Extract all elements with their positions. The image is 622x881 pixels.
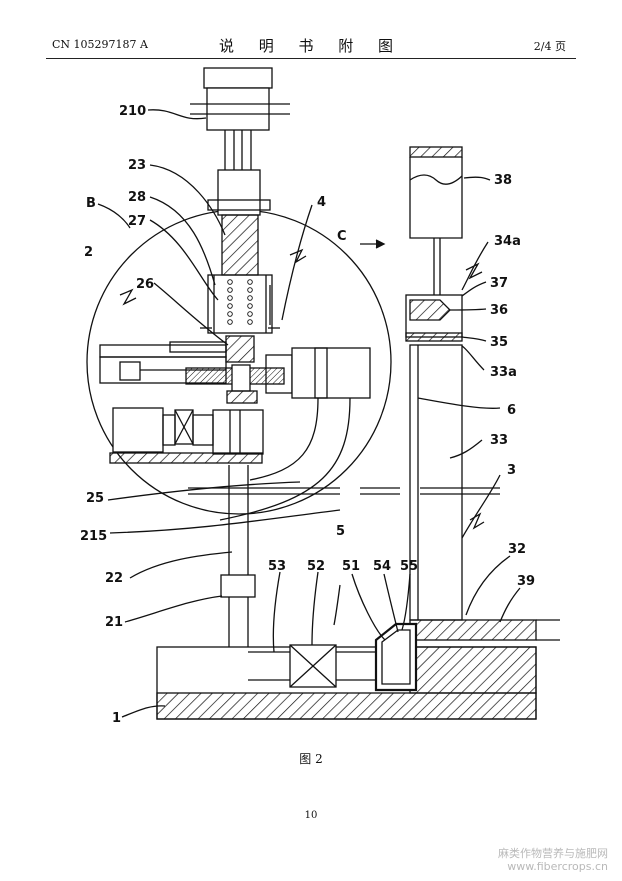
watermark: 麻类作物营养与施肥网 www.fibercrops.cn — [498, 847, 608, 873]
label-4: 4 — [317, 195, 326, 210]
label-215: 215 — [80, 529, 107, 544]
label-C: C — [337, 229, 347, 244]
label-23: 23 — [128, 158, 146, 173]
label-28: 28 — [128, 190, 146, 205]
block-26 — [225, 335, 255, 363]
page-indicator: 2/4 页 — [533, 40, 566, 53]
label-3: 3 — [507, 463, 516, 478]
watermark-line2: www.fibercrops.cn — [507, 860, 608, 873]
figure-caption: 图 2 — [299, 752, 323, 766]
patent-number: CN 105297187 A — [52, 38, 148, 51]
watermark-line1: 麻类作物营养与施肥网 — [498, 847, 608, 860]
spring-28 — [227, 279, 253, 325]
rail-32 — [409, 619, 537, 641]
label-38: 38 — [494, 173, 512, 188]
plate-35 — [405, 332, 463, 342]
label-5: 5 — [336, 524, 345, 539]
plate — [109, 452, 263, 464]
base-right-block — [409, 646, 537, 694]
collar-21 — [220, 574, 256, 598]
label-33a: 33a — [490, 365, 517, 380]
header-divider — [46, 58, 576, 59]
page-title: 说 明 书 附 图 — [218, 37, 404, 55]
label-22: 22 — [105, 571, 123, 586]
page-number: 10 — [304, 810, 318, 821]
label-51: 51 — [342, 559, 360, 574]
label-25: 25 — [86, 491, 104, 506]
label-32: 32 — [508, 542, 526, 557]
label-6: 6 — [507, 403, 516, 418]
block-23 — [221, 214, 259, 276]
label-27: 27 — [128, 214, 146, 229]
label-1: 1 — [112, 711, 121, 726]
label-55: 55 — [400, 559, 418, 574]
base-hatch — [156, 692, 537, 720]
label-33: 33 — [490, 433, 508, 448]
label-37: 37 — [490, 276, 508, 291]
label-21: 21 — [105, 615, 123, 630]
label-36: 36 — [490, 303, 508, 318]
label-54: 54 — [373, 559, 391, 574]
label-39: 39 — [517, 574, 535, 589]
label-53: 53 — [268, 559, 286, 574]
label-52: 52 — [307, 559, 325, 574]
label-35: 35 — [490, 335, 508, 350]
label-34a: 34a — [494, 234, 521, 249]
motor — [112, 407, 164, 453]
label-2: 2 — [84, 245, 93, 260]
label-B: B — [86, 196, 96, 211]
right-cylinder — [291, 347, 371, 399]
label-210: 210 — [119, 104, 146, 119]
label-26: 26 — [136, 277, 154, 292]
